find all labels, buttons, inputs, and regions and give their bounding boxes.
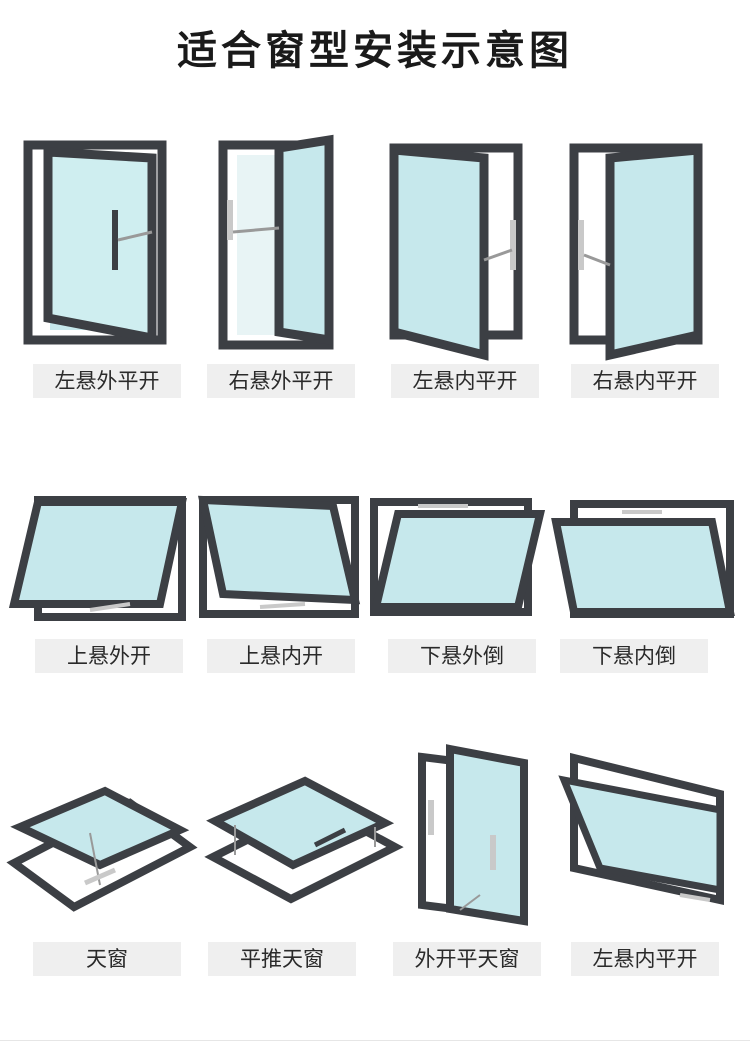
parallel-push-skylight-window-icon — [204, 776, 404, 904]
left-hung-inward-casement-window-icon — [389, 143, 523, 361]
window-cell-3: 左悬内平开 — [380, 140, 550, 410]
window-label-8: 下悬内倒 — [560, 639, 708, 673]
window-label-6: 上悬内开 — [207, 639, 355, 673]
skylight-window-icon — [6, 786, 198, 912]
left-hung-outward-casement-window-icon — [23, 140, 167, 345]
left-hung-inward-window-alt-icon — [558, 752, 724, 905]
bottom-hung-inward-tilt-window-icon — [551, 500, 735, 618]
page-title: 适合窗型安装示意图 — [177, 28, 573, 74]
window-cell-6: 上悬内开 — [195, 492, 370, 682]
window-cell-7: 下悬外倒 — [368, 492, 548, 682]
window-label-7: 下悬外倒 — [388, 639, 536, 673]
bottom-hung-outward-tilt-window-icon — [370, 498, 546, 616]
window-label-3: 左悬内平开 — [391, 364, 539, 398]
window-label-2: 右悬外平开 — [207, 364, 355, 398]
top-hung-outward-window-icon — [8, 496, 187, 621]
window-cell-1: 左悬外平开 — [20, 140, 190, 410]
top-hung-inward-window-icon — [198, 495, 361, 618]
right-hung-inward-casement-window-icon — [569, 143, 703, 361]
right-hung-outward-casement-window-icon — [218, 134, 334, 350]
window-cell-10: 平推天窗 — [204, 775, 404, 985]
window-label-12: 左悬内平开 — [571, 942, 719, 976]
window-cell-8: 下悬内倒 — [551, 492, 737, 682]
window-cell-11: 外开平天窗 — [393, 744, 541, 985]
window-cell-5: 上悬外开 — [8, 492, 190, 682]
window-label-1: 左悬外平开 — [33, 364, 181, 398]
window-label-10: 平推天窗 — [208, 942, 356, 976]
window-label-4: 右悬内平开 — [571, 364, 719, 398]
window-label-5: 上悬外开 — [35, 639, 183, 673]
window-cell-2: 右悬外平开 — [197, 134, 367, 410]
window-cell-12: 左悬内平开 — [558, 750, 735, 985]
window-cell-4: 右悬内平开 — [560, 140, 730, 410]
bottom-divider — [0, 1040, 750, 1041]
window-cell-9: 天窗 — [6, 785, 200, 985]
window-label-11: 外开平天窗 — [393, 942, 541, 976]
outward-flat-skylight-window-icon — [418, 744, 528, 926]
window-label-9: 天窗 — [33, 942, 181, 976]
